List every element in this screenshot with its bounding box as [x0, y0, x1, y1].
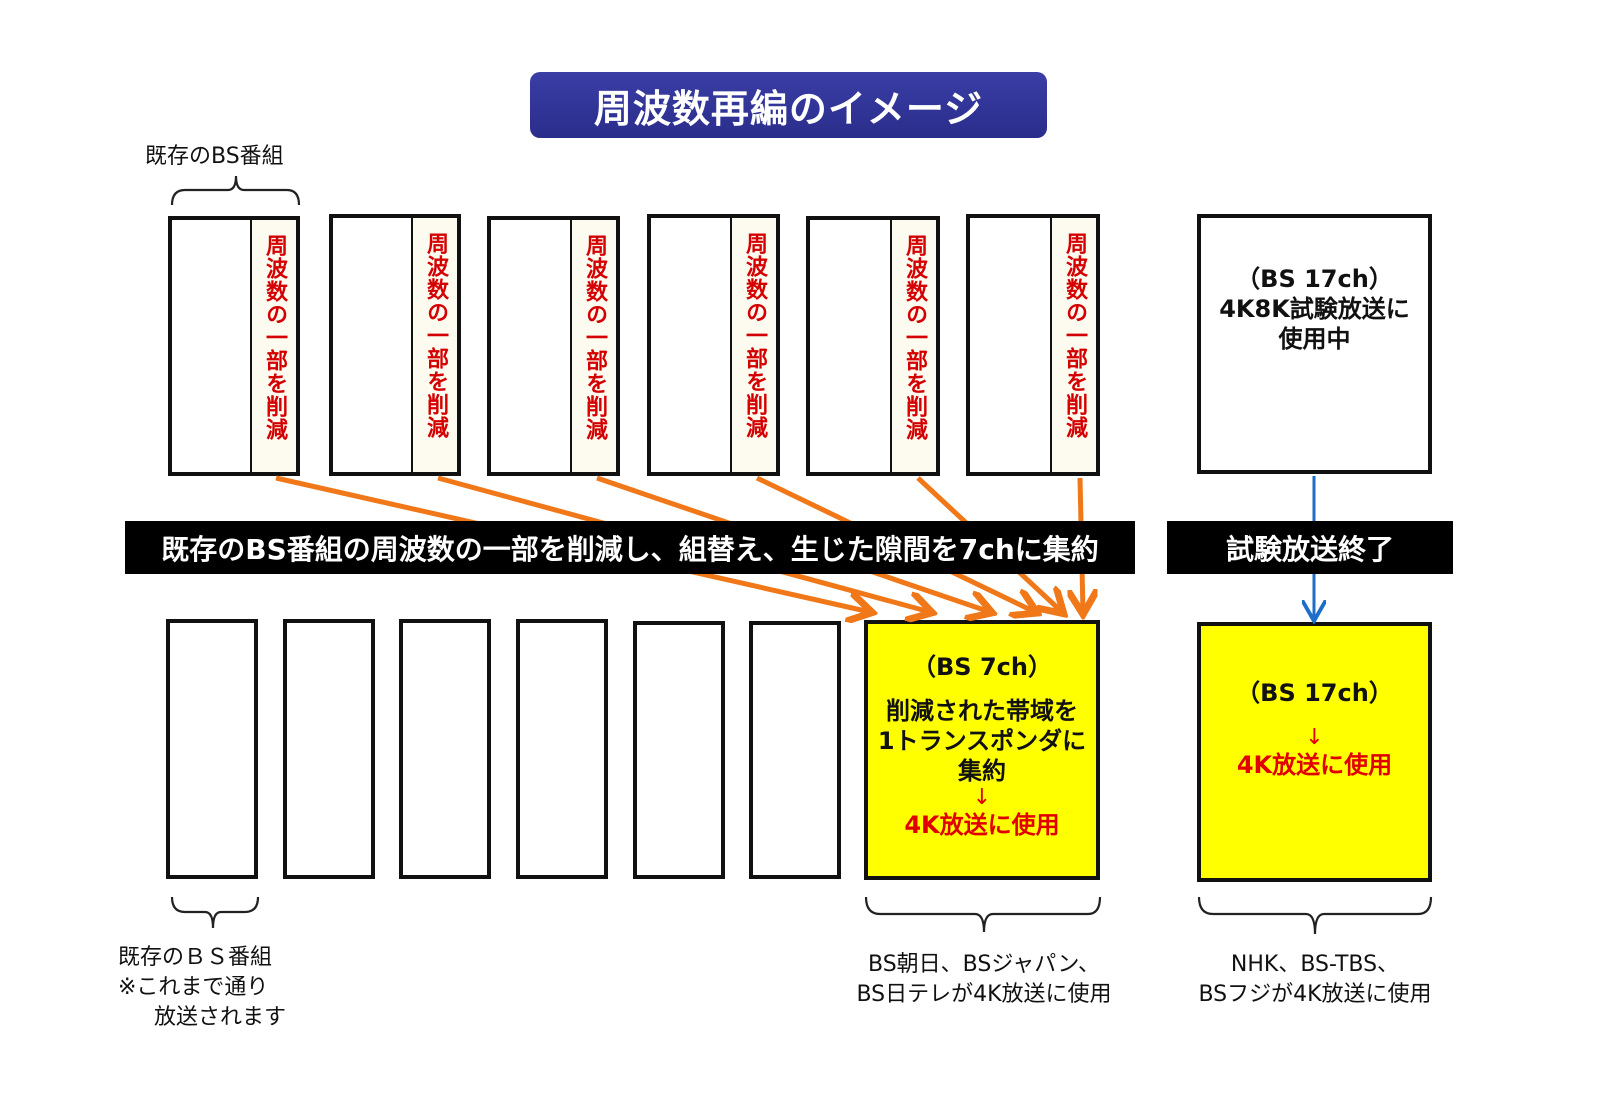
existing-bs-program-box-after	[283, 619, 375, 879]
bs7-description-line: 1トランスポンダに	[877, 727, 1087, 755]
caption-line: NHK、BS-TBS、	[1230, 952, 1400, 977]
existing-bs-program-box: 周波数の一部を削減	[647, 214, 780, 476]
existing-bs-program-box: 周波数の一部を削減	[168, 216, 300, 476]
existing-bs-program-box: 周波数の一部を削減	[966, 214, 1100, 476]
reduction-strip-text: 周波数の一部を削減	[262, 234, 287, 441]
reduction-strip-text: 周波数の一部を削減	[1062, 232, 1087, 439]
bs17-4k-box: （BS 17ch） ↓ 4K放送に使用	[1197, 622, 1432, 882]
diagram-title: 周波数再編のイメージ	[530, 72, 1047, 138]
down-arrow-icon: ↓	[972, 785, 992, 810]
bs17-broadcasters-caption: NHK、BS-TBS、 BSフジが4K放送に使用	[1165, 950, 1465, 1010]
bs7-description-line: 削減された帯域を	[886, 697, 1078, 725]
bs7-4k-usage: 4K放送に使用	[904, 811, 1060, 839]
bs17-test-broadcast-box: （BS 17ch） 4K8K試験放送に 使用中	[1197, 214, 1432, 474]
reduction-strip: 周波数の一部を削減	[570, 220, 616, 472]
bs17-channel-label: （BS 17ch）	[1236, 679, 1393, 707]
existing-bs-program-box: 周波数の一部を削減	[487, 216, 620, 476]
reduction-strip: 周波数の一部を削減	[890, 220, 936, 472]
caption-note: ※これまで通り	[118, 975, 269, 1000]
bs17-status-line: 4K8K試験放送に	[1219, 295, 1410, 323]
reduction-strip-text: 周波数の一部を削減	[902, 234, 927, 441]
reorganization-banner: 既存のBS番組の周波数の一部を削減し、組替え、生じた隙間を7chに集約	[125, 521, 1135, 574]
bs7-4k-box: （BS 7ch） 削減された帯域を 1トランスポンダに 集約 ↓ 4K放送に使用	[864, 620, 1100, 880]
down-arrow-icon: ↓	[1305, 725, 1324, 750]
brace-top	[170, 175, 301, 206]
existing-bs-program-box-after	[516, 619, 608, 879]
brace-bs17	[1197, 896, 1433, 935]
bs17-status-line: 使用中	[1278, 325, 1351, 353]
caption-line: BSフジが4K放送に使用	[1198, 982, 1432, 1007]
reduction-strip-text: 周波数の一部を削減	[742, 232, 767, 439]
existing-bs-label-top: 既存のBS番組	[145, 144, 284, 169]
reduction-strip: 周波数の一部を削減	[411, 218, 457, 472]
reduction-strip-text: 周波数の一部を削減	[423, 232, 448, 439]
bs17-channel-label: （BS 17ch）	[1236, 265, 1393, 293]
bs7-channel-label: （BS 7ch）	[912, 653, 1052, 681]
existing-bs-program-box: 周波数の一部を削減	[329, 214, 461, 476]
existing-bs-program-box-after	[749, 621, 841, 879]
bs17-4k-usage: 4K放送に使用	[1236, 751, 1393, 779]
reduction-strip-text: 周波数の一部を削減	[582, 234, 607, 441]
bs7-description-line: 集約	[958, 757, 1006, 785]
brace-bs7	[864, 896, 1102, 933]
caption-line: BS朝日、BSジャパン、	[867, 952, 1101, 977]
reduction-strip: 周波数の一部を削減	[730, 218, 776, 472]
reduction-strip: 周波数の一部を削減	[250, 220, 296, 472]
existing-bs-program-box-after	[399, 619, 491, 879]
existing-bs-caption: 既存のＢＳ番組 ※これまで通り 放送されます	[118, 943, 318, 1033]
bs7-broadcasters-caption: BS朝日、BSジャパン、 BS日テレが4K放送に使用	[834, 950, 1134, 1010]
caption-line: BS日テレが4K放送に使用	[856, 982, 1112, 1007]
test-broadcast-end-banner: 試験放送終了	[1167, 521, 1453, 574]
existing-bs-program-box: 周波数の一部を削減	[806, 216, 940, 476]
caption-line: 既存のＢＳ番組	[118, 945, 273, 970]
caption-note: 放送されます	[154, 1005, 287, 1030]
brace-existing	[170, 896, 260, 929]
existing-bs-program-box-after	[166, 619, 258, 879]
existing-bs-program-box-after	[633, 621, 725, 879]
reduction-strip: 周波数の一部を削減	[1050, 218, 1096, 472]
